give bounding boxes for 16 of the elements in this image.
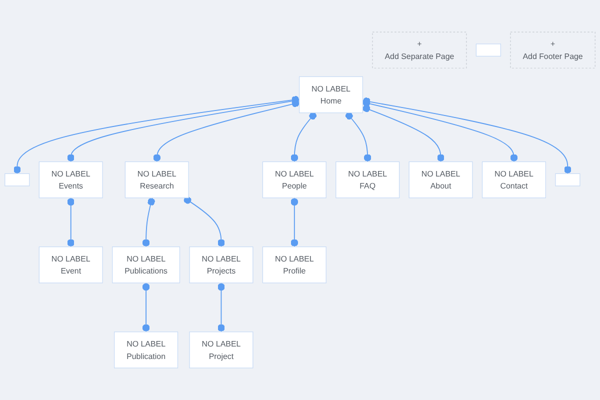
connector <box>362 104 444 162</box>
connector <box>184 196 225 248</box>
connector <box>142 282 150 332</box>
connector <box>290 197 298 248</box>
connector <box>13 96 300 174</box>
connector <box>67 96 300 162</box>
connector <box>67 197 75 248</box>
connector <box>142 197 155 248</box>
connector <box>218 282 225 332</box>
node-box <box>555 173 580 186</box>
connector <box>290 112 317 162</box>
node-box <box>476 44 501 56</box>
connector <box>362 97 572 174</box>
connector <box>345 112 372 162</box>
connector <box>153 100 300 162</box>
node-box <box>4 173 30 186</box>
